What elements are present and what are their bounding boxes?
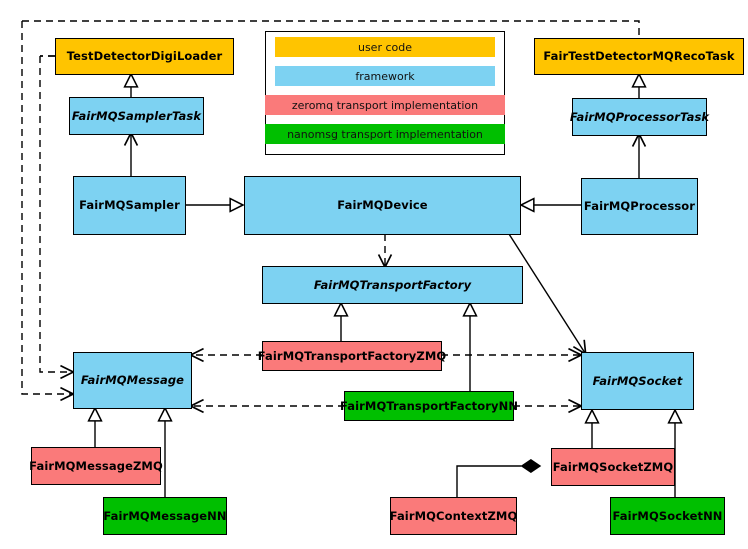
class-node-testdetectordigiloader[interactable]: TestDetectorDigiLoader bbox=[55, 38, 234, 75]
class-node-fairmqprocessortask[interactable]: FairMQProcessorTask bbox=[570, 98, 709, 136]
class-node-fairmqtransportfactorynn[interactable]: FairMQTransportFactoryNN bbox=[340, 391, 518, 421]
class-node-fairmqmessage[interactable]: FairMQMessage bbox=[73, 352, 192, 409]
class-node-fairmqsocketzmq[interactable]: FairMQSocketZMQ bbox=[551, 448, 675, 486]
class-node-fairmqcontextzmq[interactable]: FairMQContextZMQ bbox=[390, 497, 517, 535]
class-node-fairmqdevice[interactable]: FairMQDevice bbox=[244, 176, 521, 235]
legend-item-framework: framework bbox=[275, 66, 495, 86]
class-node-fairmqsampler[interactable]: FairMQSampler bbox=[73, 176, 186, 235]
class-node-fairtestdetectormqrecotask[interactable]: FairTestDetectorMQRecoTask bbox=[534, 38, 744, 75]
class-node-fairmqsocketnn[interactable]: FairMQSocketNN bbox=[610, 497, 725, 535]
class-node-fairmqprocessor[interactable]: FairMQProcessor bbox=[581, 178, 698, 235]
class-node-fairmqsocket[interactable]: FairMQSocket bbox=[581, 352, 694, 410]
legend-item-zeromq: zeromq transport implementation bbox=[265, 95, 505, 115]
class-node-fairmqsamplertask[interactable]: FairMQSamplerTask bbox=[69, 97, 204, 135]
legend-item-user-code: user code bbox=[275, 37, 495, 57]
class-node-fairmqtransportfactoryzmq[interactable]: FairMQTransportFactoryZMQ bbox=[258, 341, 446, 371]
class-node-fairmqtransportfactory[interactable]: FairMQTransportFactory bbox=[262, 266, 523, 304]
class-node-fairmqmessagezmq[interactable]: FairMQMessageZMQ bbox=[29, 447, 163, 485]
legend-item-nanomsg: nanomsg transport implementation bbox=[265, 124, 505, 144]
class-node-fairmqmessagenn[interactable]: FairMQMessageNN bbox=[103, 497, 227, 535]
